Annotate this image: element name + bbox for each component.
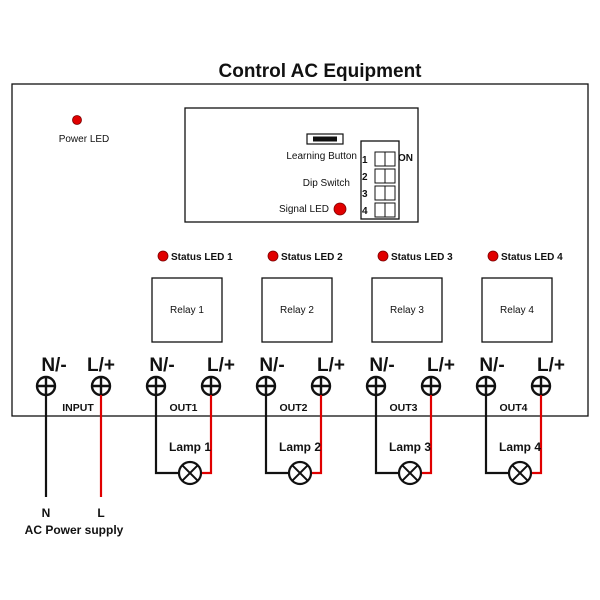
diagram-title: Control AC Equipment <box>219 61 423 82</box>
out1-label: OUT1 <box>169 402 197 414</box>
status-led-1 <box>157 250 169 262</box>
relay-3 <box>371 277 443 343</box>
lamp-3-icon <box>397 460 423 486</box>
input-neg-label: N/- <box>41 355 66 376</box>
lamp-label-4: Lamp 4 <box>499 440 541 454</box>
supply-n-label: N <box>42 506 51 520</box>
status-led-label-1: Status LED 1 <box>171 252 233 263</box>
learning-button-label: Learning Button <box>286 151 357 162</box>
relay-1 <box>151 277 223 343</box>
relay-2 <box>261 277 333 343</box>
out1-pos-terminal <box>200 375 222 397</box>
lamp2-neutral-wire <box>264 395 289 475</box>
signal-led-label: Signal LED <box>279 204 329 215</box>
out2-neg-label: N/- <box>259 355 284 376</box>
dip-switch: ON 1 2 3 4 <box>360 140 413 220</box>
lamp-label-1: Lamp 1 <box>169 440 211 454</box>
lamp4-neutral-wire <box>484 395 509 475</box>
lamp1-live-wire <box>201 395 213 475</box>
supply-l-label: L <box>97 506 104 520</box>
lamp1-neutral-wire <box>154 395 179 475</box>
out1-neg-label: N/- <box>149 355 174 376</box>
status-led-label-3: Status LED 3 <box>391 252 453 263</box>
relay-label-1: Relay 1 <box>170 305 204 316</box>
out4-pos-terminal <box>530 375 552 397</box>
input-pos-terminal <box>90 375 112 397</box>
dip-on-label: ON <box>398 153 413 164</box>
controller-board <box>11 83 589 417</box>
dip-switch-label: Dip Switch <box>303 178 350 189</box>
lamp-label-2: Lamp 2 <box>279 440 321 454</box>
lamp-2-icon <box>287 460 313 486</box>
dip-number-4: 4 <box>362 206 368 217</box>
out4-neg-label: N/- <box>479 355 504 376</box>
lamp3-live-wire <box>421 395 433 475</box>
receiver-module: Learning Button Dip Switch Signal LED ON… <box>184 107 419 223</box>
power-led-label: Power LED <box>59 134 110 145</box>
dip-number-2: 2 <box>362 172 368 183</box>
out2-neg-terminal <box>255 375 277 397</box>
lamp4-live-wire <box>531 395 543 475</box>
dip-number-3: 3 <box>362 189 368 200</box>
supply-label: AC Power supply <box>25 523 124 537</box>
lamp2-live-wire <box>311 395 323 475</box>
lamp-label-3: Lamp 3 <box>389 440 431 454</box>
input-neg-terminal <box>35 375 57 397</box>
relay-label-3: Relay 3 <box>390 305 424 316</box>
input-terminals: N/- L/+ INPUT <box>35 355 115 414</box>
out4-label: OUT4 <box>499 402 527 414</box>
out4-pos-label: L/+ <box>537 355 565 376</box>
lamp-4-icon <box>507 460 533 486</box>
out2-pos-terminal <box>310 375 332 397</box>
lamp-1-icon <box>177 460 203 486</box>
out3-pos-terminal <box>420 375 442 397</box>
out3-neg-terminal <box>365 375 387 397</box>
status-led-2 <box>267 250 279 262</box>
out1-neg-terminal <box>145 375 167 397</box>
out3-pos-label: L/+ <box>427 355 455 376</box>
relay-4 <box>481 277 553 343</box>
out3-label: OUT3 <box>389 402 417 414</box>
relay-label-4: Relay 4 <box>500 305 534 316</box>
status-led-label-2: Status LED 2 <box>281 252 343 263</box>
lamp3-neutral-wire <box>374 395 399 475</box>
status-led-3 <box>377 250 389 262</box>
relay-label-2: Relay 2 <box>280 305 314 316</box>
input-label: INPUT <box>62 402 94 414</box>
dip-number-1: 1 <box>362 155 368 166</box>
out1-pos-label: L/+ <box>207 355 235 376</box>
status-led-label-4: Status LED 4 <box>501 252 563 263</box>
signal-led <box>333 202 347 216</box>
input-pos-label: L/+ <box>87 355 115 376</box>
power-led <box>72 115 82 125</box>
out4-neg-terminal <box>475 375 497 397</box>
out2-label: OUT2 <box>279 402 307 414</box>
out3-neg-label: N/- <box>369 355 394 376</box>
out2-pos-label: L/+ <box>317 355 345 376</box>
status-led-4 <box>487 250 499 262</box>
